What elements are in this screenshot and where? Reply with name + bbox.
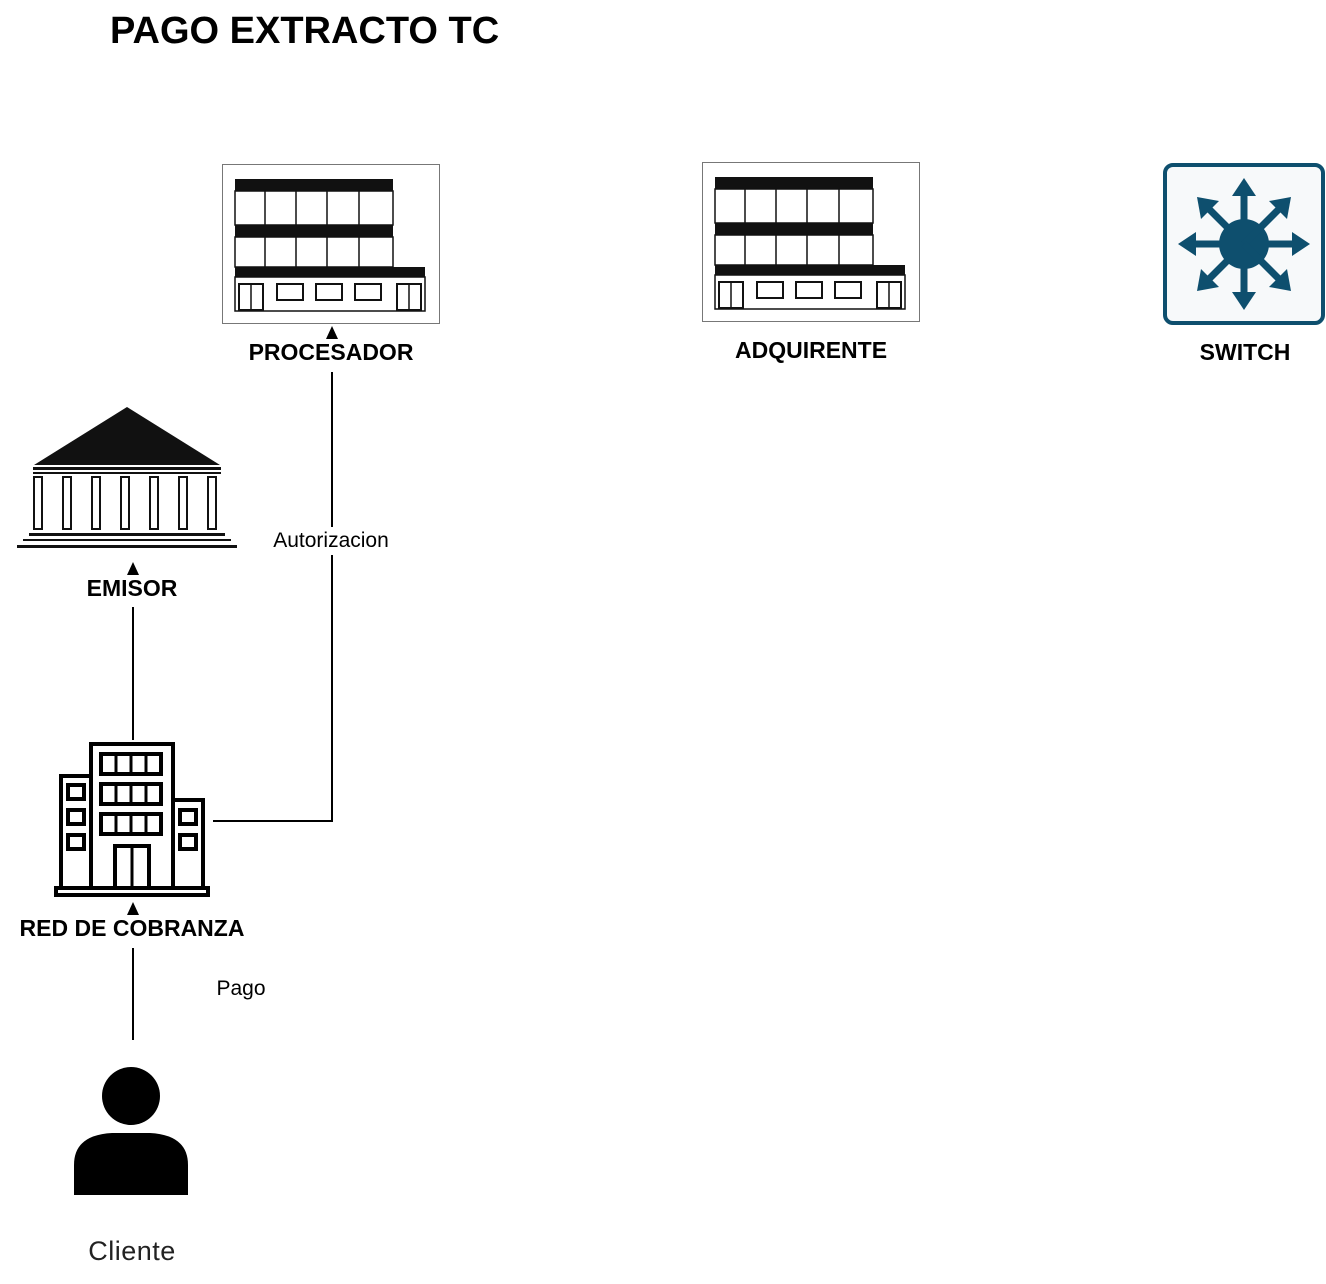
node-label-adquirente: ADQUIRENTE	[734, 337, 888, 363]
office-building-icon[interactable]	[702, 162, 920, 322]
edge-label-autorizacion: Autorizacion	[273, 529, 389, 553]
node-label-cliente: Cliente	[88, 1236, 176, 1266]
node-label-emisor: EMISOR	[86, 575, 178, 601]
edge-label-pago: Pago	[216, 977, 266, 1001]
node-label-switch: SWITCH	[1199, 339, 1291, 365]
node-label-procesador: PROCESADOR	[248, 339, 414, 365]
bank-icon[interactable]	[15, 405, 239, 553]
office-building-icon[interactable]	[222, 164, 440, 324]
network-switch-icon[interactable]	[1163, 163, 1325, 325]
edge-autorizacion[interactable]	[213, 555, 333, 822]
diagram-title: PAGO EXTRACTO TC	[110, 10, 500, 52]
edge-red-emisor-arrowhead	[127, 562, 139, 575]
user-icon[interactable]	[72, 1065, 190, 1197]
node-label-red-de-cobranza: RED DE COBRANZA	[19, 915, 245, 941]
tower-building-icon[interactable]	[54, 742, 210, 898]
edge-autorizacion-arrowhead	[326, 326, 338, 339]
edge-pago-arrowhead	[127, 902, 139, 915]
